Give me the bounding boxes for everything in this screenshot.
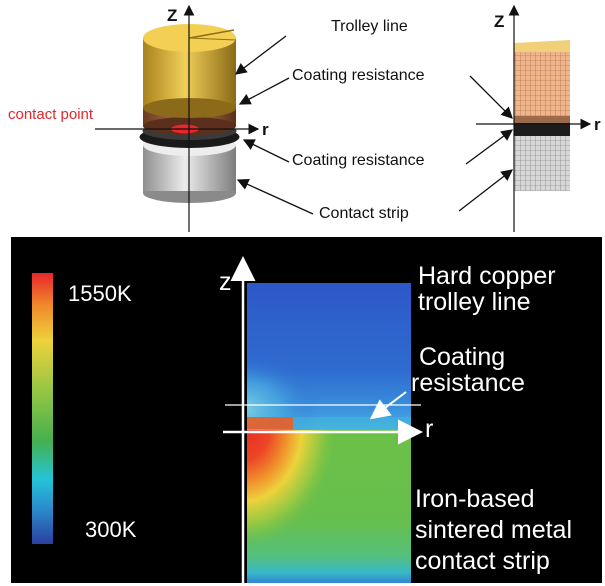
- coating-leader-arrow: [369, 391, 407, 420]
- r-axis-label-right: r: [594, 115, 601, 134]
- strip-label-1: Iron-based: [415, 485, 535, 513]
- z-axis-label-bottom: z: [219, 268, 232, 296]
- coating-resistance-lower-label: Coating resistance: [292, 152, 425, 169]
- coating-resistance-upper-label: Coating resistance: [292, 67, 425, 84]
- contact-strip-field: [247, 430, 411, 583]
- strip-label-3: contact strip: [415, 547, 550, 575]
- temperature-plot: [32, 256, 423, 583]
- coating-hot-band: [247, 417, 293, 429]
- trolley-line-label: Trolley line: [331, 18, 408, 35]
- trolley-line-label-1: Hard copper: [418, 262, 556, 290]
- trolley-line-label-2: trolley line: [418, 288, 531, 316]
- color-scale-bar: [32, 273, 53, 544]
- grid-cross-section: [476, 4, 592, 232]
- contact-point-label: contact point: [8, 106, 94, 123]
- cylinder-assembly: [95, 4, 260, 232]
- coating-label-2: resistance: [411, 369, 525, 397]
- temperature-panel: 1550K 300K z r Hard copper trolley line …: [11, 237, 602, 583]
- colorbar-max-label: 1550K: [68, 281, 132, 306]
- coating-mesh: [514, 123, 570, 136]
- coating-label-1: Coating: [419, 343, 506, 371]
- contact-strip-label: Contact strip: [319, 205, 409, 222]
- r-axis-label: r: [262, 120, 269, 139]
- z-axis-label-right: Z: [494, 12, 505, 31]
- trolley-line-mesh: [514, 52, 570, 116]
- r-axis-label-bottom: r: [425, 415, 434, 443]
- z-axis-label: Z: [167, 6, 178, 25]
- contact-strip-mesh: [514, 136, 570, 191]
- colorbar-min-label: 300K: [85, 517, 137, 542]
- strip-label-2: sintered metal: [415, 516, 573, 544]
- top-diagram: [95, 4, 592, 232]
- leader-arrows: [234, 35, 514, 215]
